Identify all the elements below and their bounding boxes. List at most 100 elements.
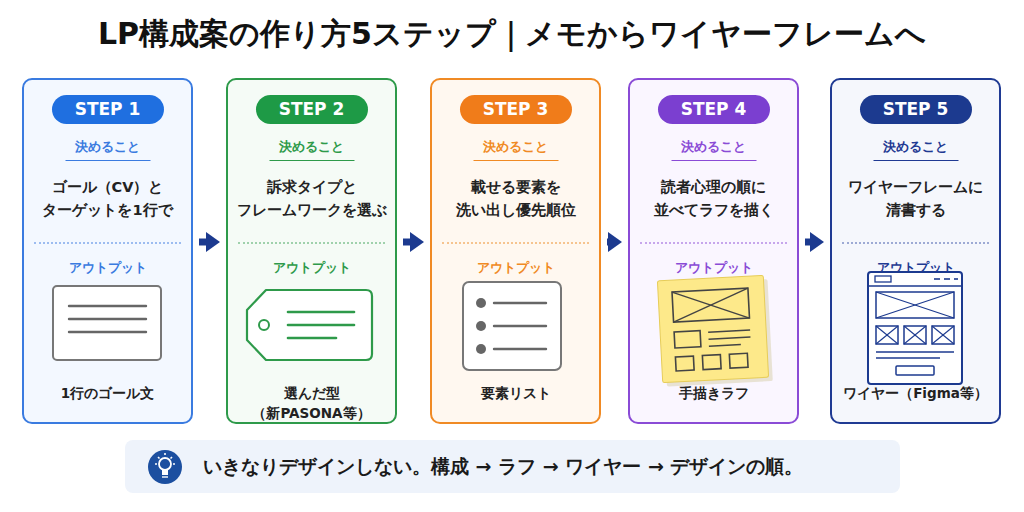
step-task: 読者心理の順に 並べてラフを描く	[634, 176, 793, 222]
decide-label: 決めること	[671, 138, 756, 161]
step-badge: STEP 5	[860, 95, 972, 124]
list-icon	[463, 282, 561, 370]
wireframe-icon	[896, 366, 934, 375]
sticky-note-icon	[675, 356, 694, 371]
step-card: 決めること載せる要素を 洗い出し優先順位アウトプット要素リスト STEP 3	[430, 78, 601, 424]
step-card: 決めることワイヤーフレームに 清書するアウトプットワイヤー（Figma等）STE…	[830, 78, 1001, 424]
document-icon	[53, 286, 161, 360]
tag-icon	[288, 337, 336, 340]
wireframe-icon	[932, 326, 954, 344]
bulb-icon	[159, 458, 171, 470]
output-label: アウトプット	[436, 259, 595, 277]
document-icon	[53, 286, 161, 360]
step-badge: STEP 4	[658, 95, 770, 124]
bulb-icon	[148, 450, 182, 484]
tag-icon	[288, 324, 354, 327]
dotted-separator	[238, 242, 385, 244]
step-task: 訴求タイプと フレームワークを選ぶ	[232, 176, 391, 222]
output-text: 1行のゴール文	[28, 383, 187, 403]
output-text: 手描きラフ	[634, 383, 793, 403]
decide-label: 決めること	[65, 138, 150, 161]
list-icon	[463, 282, 561, 370]
decide-label: 決めること	[473, 138, 558, 161]
step-card: 決めること読者心理の順に 並べてラフを描くアウトプット手描きラフ STEP 4	[628, 78, 799, 424]
step-card: 決めることゴール（CV）と ターゲットを1行でアウトプット 1行のゴール文 STEP…	[22, 78, 193, 424]
step-badge: STEP 2	[256, 95, 368, 124]
sticky-note-icon	[672, 288, 749, 322]
output-text: ワイヤー（Figma等）	[836, 383, 995, 403]
bulb-icon	[155, 463, 157, 465]
list-icon	[494, 302, 546, 304]
step-number: STEP 2	[256, 95, 368, 124]
dotted-separator	[442, 242, 589, 244]
wireframe-icon	[868, 272, 962, 384]
list-icon	[494, 348, 546, 350]
flow-arrow	[199, 239, 208, 246]
wireframe-icon	[876, 292, 954, 318]
output-label: アウトプット	[634, 259, 793, 277]
document-icon	[69, 305, 146, 307]
dotted-separator	[34, 242, 181, 244]
flow-arrow	[805, 239, 812, 246]
dotted-separator	[640, 242, 787, 244]
wireframe-icon	[954, 278, 958, 280]
output-text: 要素リスト	[436, 383, 595, 403]
bulb-icon	[162, 470, 168, 475]
wireframe-icon	[904, 326, 926, 344]
sticky-note-icon	[674, 331, 701, 348]
tip-band: いきなりデザインしない。構成 → ラフ → ワイヤー → デザインの順。	[125, 440, 900, 493]
sticky-note-icon	[672, 288, 749, 322]
sticky-note-icon	[657, 275, 772, 387]
output-text: 選んだ型（新PASONA等）	[232, 383, 391, 423]
dotted-separator	[842, 242, 989, 244]
list-icon	[476, 321, 486, 331]
wireframe-icon	[875, 276, 891, 282]
tag-icon	[247, 290, 372, 360]
list-icon	[494, 325, 546, 327]
bulb-icon	[171, 457, 173, 459]
document-icon	[69, 318, 146, 320]
wireframe-icon	[904, 326, 926, 344]
wireframe-icon	[868, 285, 962, 287]
step-task: ゴール（CV）と ターゲットを1行で	[28, 176, 187, 222]
sticky-note-icon	[657, 275, 768, 382]
wireframe-icon	[876, 326, 898, 344]
step-card: 決めること訴求タイプと フレームワークを選ぶアウトプット選んだ型（新PASONA…	[226, 78, 397, 424]
wireframe-icon	[944, 278, 950, 280]
step-task: 載せる要素を 洗い出し優先順位	[436, 176, 595, 222]
wireframe-icon	[876, 292, 954, 318]
bulb-icon	[164, 453, 166, 455]
step-badge: STEP 3	[460, 95, 572, 124]
sticky-note-icon	[662, 279, 773, 386]
step-number: STEP 1	[52, 95, 164, 124]
wireframe-icon	[868, 272, 962, 384]
sticky-note-icon	[672, 288, 749, 322]
wireframe-icon	[876, 357, 940, 358]
step-number: STEP 4	[658, 95, 770, 124]
sticky-note-icon	[709, 337, 751, 339]
step-badge: STEP 1	[52, 95, 164, 124]
flow-arrow	[607, 239, 610, 246]
bulb-icon	[173, 463, 175, 465]
wireframe-icon	[876, 326, 898, 344]
list-icon	[476, 298, 486, 308]
output-label: アウトプット	[28, 259, 187, 277]
wireframe-icon	[934, 278, 940, 280]
decide-label: 決めること	[269, 138, 354, 161]
diagram-title: LP構成案の作り方5ステップ｜メモからワイヤーフレームへ	[0, 14, 1024, 54]
step-number: STEP 5	[860, 95, 972, 124]
wireframe-icon	[904, 326, 926, 344]
bulb-icon	[162, 476, 168, 477]
wireframe-icon	[876, 351, 954, 352]
tag-icon	[259, 320, 269, 330]
output-label: アウトプット	[232, 259, 391, 277]
decide-label: 決めること	[873, 138, 958, 161]
wireframe-icon	[932, 326, 954, 344]
step-number: STEP 3	[460, 95, 572, 124]
tag-icon	[247, 290, 372, 360]
bulb-icon	[158, 457, 160, 459]
wireframe-icon	[876, 292, 954, 318]
sticky-note-icon	[709, 345, 741, 347]
document-icon	[69, 331, 146, 333]
tip-text: いきなりデザインしない。構成 → ラフ → ワイヤー → デザインの順。	[203, 440, 803, 493]
